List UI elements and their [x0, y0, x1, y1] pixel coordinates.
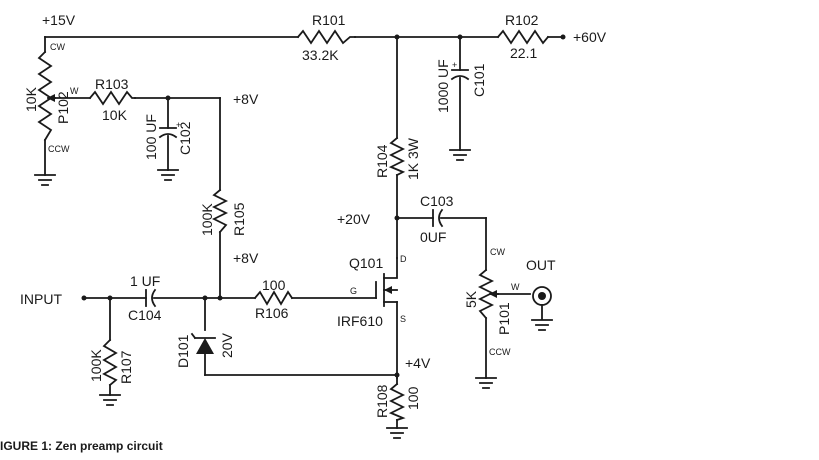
ground-out [531, 304, 553, 331]
svg-text:+: + [452, 60, 457, 70]
ground-symbols [34, 149, 553, 439]
figure-caption: IGURE 1: Zen preamp circuit [0, 439, 163, 453]
c103-value: 0UF [420, 229, 446, 245]
r105-value: 100K [199, 203, 215, 236]
r108-ref: R108 [374, 384, 390, 418]
out-jack [532, 286, 552, 306]
c102-value: 100 UF [143, 114, 159, 160]
r101-ref: R101 [312, 12, 346, 28]
ground-r107 [99, 394, 121, 406]
rail-60v-label: +60V [573, 29, 607, 45]
rail-15v-label: +15V [42, 12, 76, 28]
q101-drain-label: D [400, 254, 407, 264]
ground-p102 [34, 174, 56, 186]
q101-ref: Q101 [349, 255, 383, 271]
junctions [81, 34, 566, 378]
c103-capacitor [432, 208, 444, 228]
p101-potentiometer [477, 268, 499, 320]
q101-part: IRF610 [337, 313, 383, 329]
rail-8v-top-label: +8V [233, 91, 259, 107]
r107-ref: R107 [118, 350, 134, 384]
c102-capacitor: + [158, 120, 181, 139]
c103-ref: C103 [420, 193, 454, 209]
r103-value: 10K [102, 107, 128, 123]
r107-value: 100K [88, 349, 104, 382]
r106-resistor [253, 290, 294, 306]
d101-value: 20V [219, 332, 235, 358]
q101-source-label: S [400, 314, 406, 324]
r101-value: 33.2K [302, 47, 339, 63]
c101-ref: C101 [471, 63, 487, 97]
c101-capacitor: + [450, 60, 470, 81]
q101-mosfet [375, 257, 398, 307]
out-label: OUT [526, 257, 556, 273]
p101-ccw-label: CCW [489, 347, 511, 357]
d101-ref: D101 [175, 334, 191, 368]
p101-cw-label: CW [490, 247, 505, 257]
r108-resistor [388, 382, 406, 422]
c104-value: 1 UF [130, 273, 160, 289]
q101-gate-label: G [350, 286, 357, 296]
r103-ref: R103 [95, 76, 129, 92]
ground-c102 [157, 169, 179, 181]
input-label: INPUT [20, 291, 62, 307]
c102-ref: C102 [177, 121, 193, 155]
d101-zener-diode [190, 332, 216, 354]
r108-value: 100 [405, 386, 421, 410]
r106-value: 100 [262, 277, 286, 293]
rail-4v-label: +4V [405, 355, 431, 371]
p101-ref: P101 [496, 302, 512, 335]
c101-value: 1000 UF [435, 59, 451, 113]
svg-text:+: + [176, 120, 181, 130]
c104-capacitor [145, 288, 157, 308]
r104-resistor [388, 136, 406, 177]
p102-w-label: W [70, 86, 79, 96]
rail-8v-mid-label: +8V [233, 250, 259, 266]
p101-value: 5K [463, 290, 479, 308]
r101-resistor [296, 29, 356, 45]
rail-20v-label: +20V [337, 211, 371, 227]
r106-ref: R106 [255, 305, 289, 321]
r104-ref: R104 [374, 144, 390, 178]
r102-value: 22.1 [510, 45, 537, 61]
p102-ref: P102 [55, 91, 71, 124]
p102-value: 10K [23, 86, 39, 112]
r107-resistor [102, 338, 118, 387]
r102-resistor [496, 29, 550, 45]
ground-p101 [475, 377, 497, 389]
p102-cw-label: CW [50, 42, 65, 52]
r104-value: 1K 3W [405, 137, 421, 180]
p101-w-label: W [511, 282, 520, 292]
p102-potentiometer [37, 50, 56, 142]
ground-r108 [386, 427, 408, 439]
r102-ref: R102 [505, 12, 539, 28]
p102-ccw-label: CCW [48, 144, 70, 154]
r103-resistor [88, 90, 136, 106]
r105-resistor [211, 188, 229, 234]
c104-ref: C104 [128, 307, 162, 323]
ground-c101 [449, 149, 471, 161]
r105-ref: R105 [231, 202, 247, 236]
